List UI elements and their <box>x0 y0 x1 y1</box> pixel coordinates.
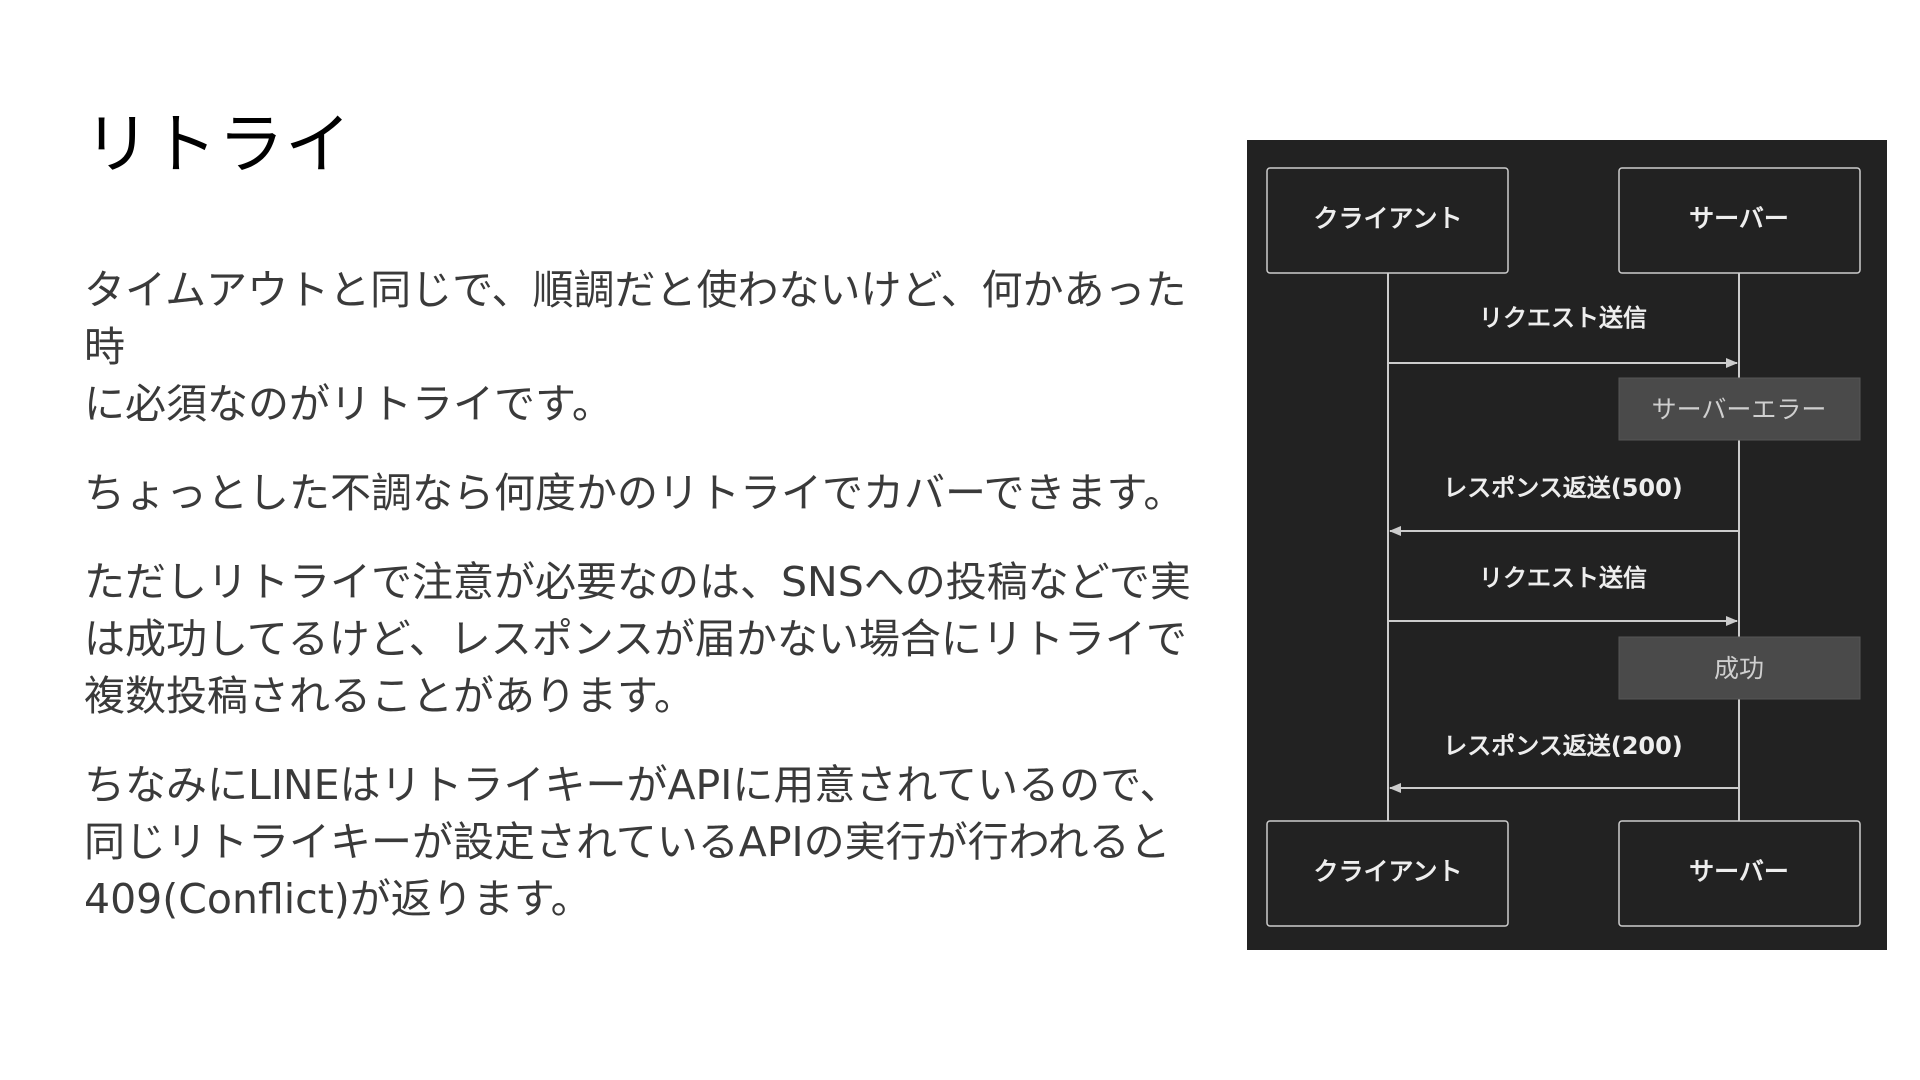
server-actor-top: サーバー <box>1618 167 1861 274</box>
sequence-diagram: クライアント サーバー リクエスト送信 サーバーエラー レスポンス返送(500)… <box>1247 140 1887 950</box>
note-label-1: サーバーエラー <box>1652 395 1827 424</box>
note-label-2: 成功 <box>1714 654 1764 683</box>
body-text: タイムアウトと同じで、順調だと使わないけど、何かあった時 に必須なのがリトライで… <box>84 262 1204 960</box>
message-label-4: レスポンス返送(200) <box>1443 732 1683 760</box>
client-actor-top: クライアント <box>1266 167 1509 274</box>
message-label-3: リクエスト送信 <box>1479 564 1647 592</box>
paragraph-2: ちょっとした不調なら何度かのリトライでカバーできます。 <box>84 469 1185 517</box>
client-actor-top-label: クライアント <box>1313 204 1462 233</box>
client-actor-bottom: クライアント <box>1266 820 1509 927</box>
message-label-2: レスポンス返送(500) <box>1443 474 1683 502</box>
paragraph-3: ただしリトライで注意が必要なのは、SNSへの投稿などで実 は成功してるけど、レス… <box>84 558 1191 720</box>
paragraph-1: タイムアウトと同じで、順調だと使わないけど、何かあった時 に必須なのがリトライで… <box>84 266 1187 428</box>
server-actor-top-label: サーバー <box>1689 204 1789 233</box>
note-2: 成功 <box>1618 636 1861 700</box>
sequence-diagram-svg: クライアント サーバー リクエスト送信 サーバーエラー レスポンス返送(500)… <box>1266 167 1861 927</box>
paragraph-4: ちなみにLINEはリトライキーがAPIに用意されているので、 同じリトライキーが… <box>84 761 1181 923</box>
message-label-1: リクエスト送信 <box>1479 304 1647 332</box>
note-1: サーバーエラー <box>1618 377 1861 441</box>
slide-title: リトライ <box>84 106 352 183</box>
server-actor-bottom: サーバー <box>1618 820 1861 927</box>
client-actor-bottom-label: クライアント <box>1313 857 1462 886</box>
server-actor-bottom-label: サーバー <box>1689 857 1789 886</box>
